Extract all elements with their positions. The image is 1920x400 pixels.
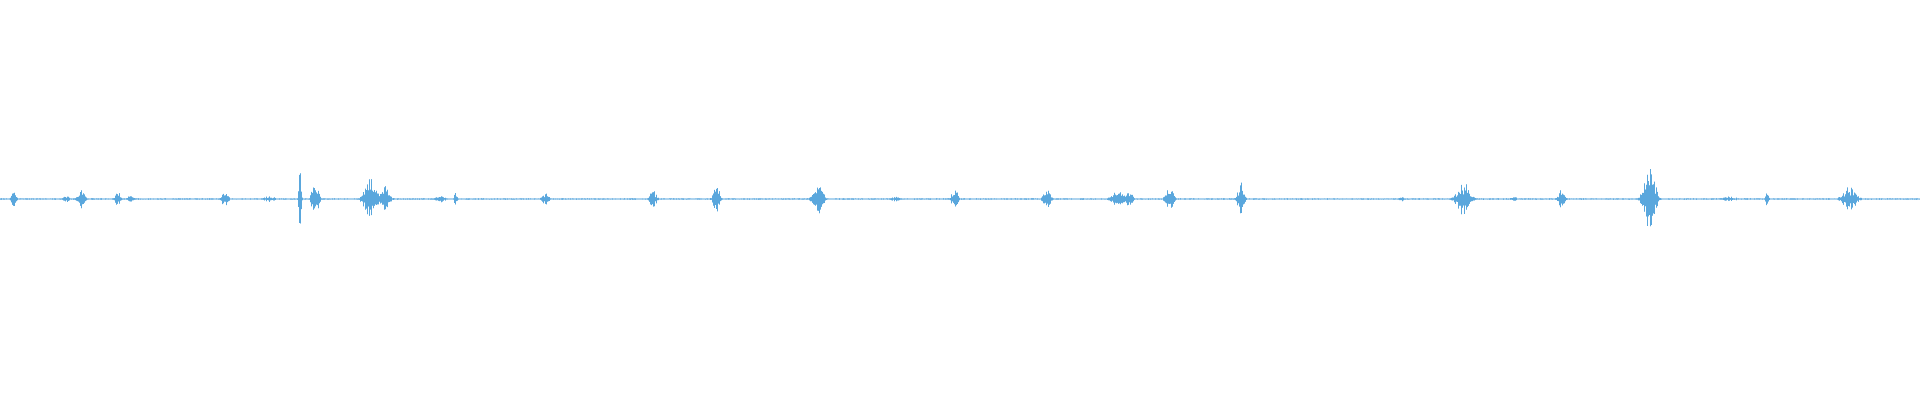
- waveform-peaks: [0, 169, 1920, 227]
